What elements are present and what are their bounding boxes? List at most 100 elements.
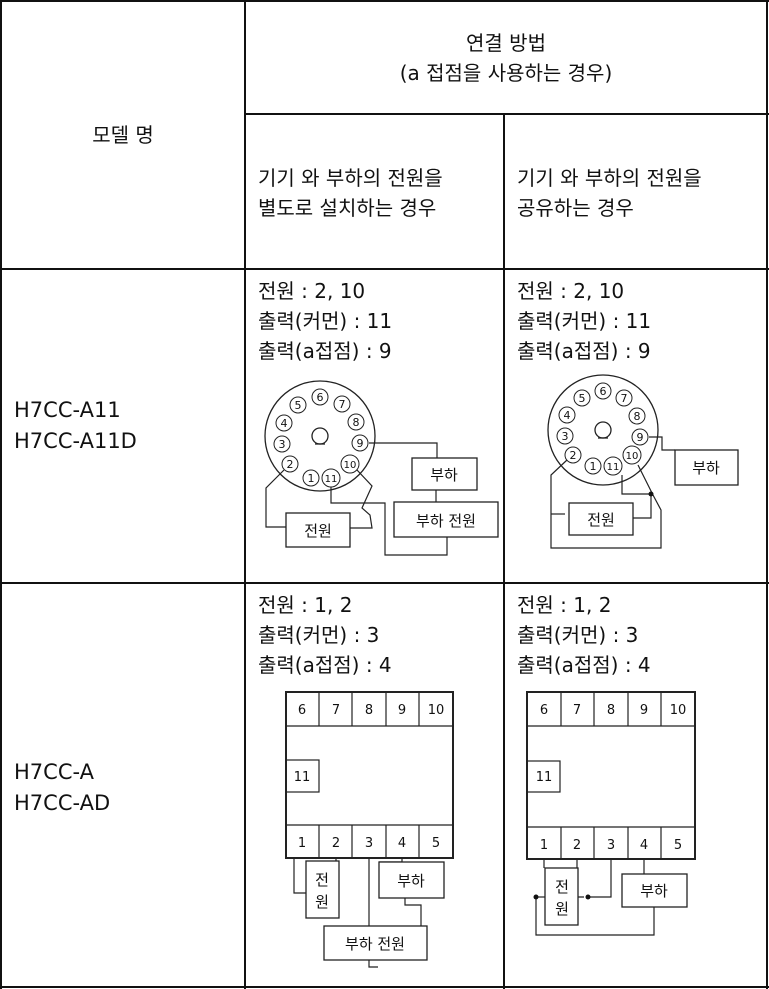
terminal-2: 2 (573, 838, 581, 853)
power-pins-text: 전원 : 2, 10 (517, 279, 625, 303)
socket-pin-10: 10 (622, 445, 642, 465)
power-pins-text: 전원 : 2, 10 (258, 279, 366, 303)
socket-pin-1: 1 (584, 457, 602, 475)
load-box: 부하 (674, 449, 739, 486)
shared-power-header: 기기 와 부하의 전원을 공유하는 경우 (517, 163, 702, 223)
terminal-5: 5 (432, 836, 440, 851)
row2-model-names: H7CC-A H7CC-AD (14, 757, 110, 819)
col-divider-1 (244, 0, 246, 989)
model-name: H7CC-AD (14, 791, 111, 815)
svg-text:전원: 전원 (587, 511, 615, 529)
separate-header-line2: 별도로 설치하는 경우 (258, 196, 437, 220)
load-box: 부하 (378, 861, 445, 899)
table-border-bottom (0, 986, 769, 988)
power-box: 전원 (568, 502, 634, 536)
socket-pin-4: 4 (558, 406, 576, 424)
a-contact-output-text: 출력(a접점) : 9 (517, 339, 651, 363)
load-box: 부하 (411, 457, 478, 491)
svg-text:전원: 전원 (304, 522, 332, 540)
socket-pin-2: 2 (564, 446, 582, 464)
svg-text:9: 9 (357, 437, 364, 450)
terminal-6: 6 (298, 703, 306, 718)
svg-text:4: 4 (564, 409, 571, 422)
svg-text:11: 11 (607, 462, 620, 473)
junction-dot (533, 894, 539, 900)
socket-pin-7: 7 (615, 389, 633, 407)
svg-text:10: 10 (626, 451, 639, 462)
terminal-11: 11 (294, 770, 311, 785)
power-box-vertical: 전 원 (544, 867, 579, 926)
load-box: 부하 (621, 873, 688, 908)
terminal-3: 3 (607, 838, 615, 853)
col-divider-2 (503, 113, 505, 989)
socket-pin-6: 6 (311, 388, 329, 406)
common-output-text: 출력(커먼) : 3 (258, 623, 380, 647)
model-name: H7CC-A (14, 760, 94, 784)
terminal-5: 5 (674, 838, 682, 853)
a-contact-output-text: 출력(a접점) : 4 (517, 653, 651, 677)
svg-text:1: 1 (308, 472, 315, 485)
svg-text:부하: 부하 (640, 882, 668, 900)
svg-text:8: 8 (634, 410, 641, 423)
row2-separate-info: 전원 : 1, 2 출력(커먼) : 3 출력(a접점) : 4 (258, 590, 392, 680)
common-output-text: 출력(커먼) : 11 (517, 309, 652, 333)
row1-model-names: H7CC-A11 H7CC-A11D (14, 395, 137, 457)
socket-pin-9: 9 (631, 428, 649, 446)
power-box: 전원 (285, 512, 351, 548)
separate-power-header: 기기 와 부하의 전원을 별도로 설치하는 경우 (258, 163, 443, 223)
terminal-11: 11 (536, 770, 553, 785)
svg-text:5: 5 (295, 399, 302, 412)
row2-shared-info: 전원 : 1, 2 출력(커먼) : 3 출력(a접점) : 4 (517, 590, 651, 680)
socket-pin-11: 11 (603, 456, 623, 476)
terminal-2: 2 (332, 836, 340, 851)
socket-pin-10: 10 (340, 454, 360, 474)
terminal-7: 7 (573, 703, 581, 718)
table-border-left (0, 0, 2, 989)
terminal-4: 4 (640, 838, 648, 853)
terminal-1: 1 (540, 838, 548, 853)
terminal-4: 4 (398, 836, 406, 851)
terminal-6: 6 (540, 703, 548, 718)
socket-pins: 1 2 3 4 5 6 7 8 9 10 11 (273, 388, 369, 488)
row1-shared-info: 전원 : 2, 10 출력(커먼) : 11 출력(a접점) : 9 (517, 276, 651, 366)
load-power-box: 부하 전원 (393, 501, 499, 538)
socket-pin-9: 9 (351, 434, 369, 452)
shared-header-line2: 공유하는 경우 (517, 196, 634, 220)
model-name: H7CC-A11D (14, 429, 137, 453)
method-header-line2: (a 접점을 사용하는 경우) (399, 61, 613, 85)
terminal-8: 8 (365, 703, 373, 718)
svg-text:부하: 부하 (692, 459, 720, 477)
power-box-vertical: 전 원 (305, 860, 340, 919)
header-row-divider (0, 268, 769, 270)
socket-pin-3: 3 (556, 427, 574, 445)
load-power-box: 부하 전원 (323, 925, 428, 961)
common-output-text: 출력(커먼) : 3 (517, 623, 639, 647)
terminal-labels: 6 7 8 9 10 11 1 2 3 4 5 (536, 703, 687, 853)
svg-text:전: 전 (555, 878, 569, 896)
row-divider (0, 582, 769, 584)
table-border-top (0, 0, 769, 2)
svg-text:6: 6 (600, 385, 607, 398)
terminal-labels: 6 7 8 9 10 11 1 2 3 4 5 (294, 703, 445, 851)
socket-pins: 1 2 3 4 5 6 7 8 9 10 11 (556, 382, 649, 476)
terminal-9: 9 (640, 703, 648, 718)
svg-text:5: 5 (579, 392, 586, 405)
separate-header-line1: 기기 와 부하의 전원을 (258, 166, 443, 190)
terminal-7: 7 (332, 703, 340, 718)
svg-text:11: 11 (325, 474, 338, 485)
svg-text:3: 3 (279, 438, 286, 451)
terminal-8: 8 (607, 703, 615, 718)
svg-text:1: 1 (590, 460, 597, 473)
socket-pin-8: 8 (347, 413, 365, 431)
junction-dot (585, 894, 591, 900)
power-pins-text: 전원 : 1, 2 (258, 593, 353, 617)
model-header: 모델 명 (2, 120, 244, 150)
model-header-label: 모델 명 (92, 123, 154, 147)
svg-text:부하 전원: 부하 전원 (416, 512, 476, 530)
table-border-right (766, 0, 768, 989)
header-subdivider (244, 113, 769, 115)
svg-text:부하: 부하 (397, 872, 425, 890)
